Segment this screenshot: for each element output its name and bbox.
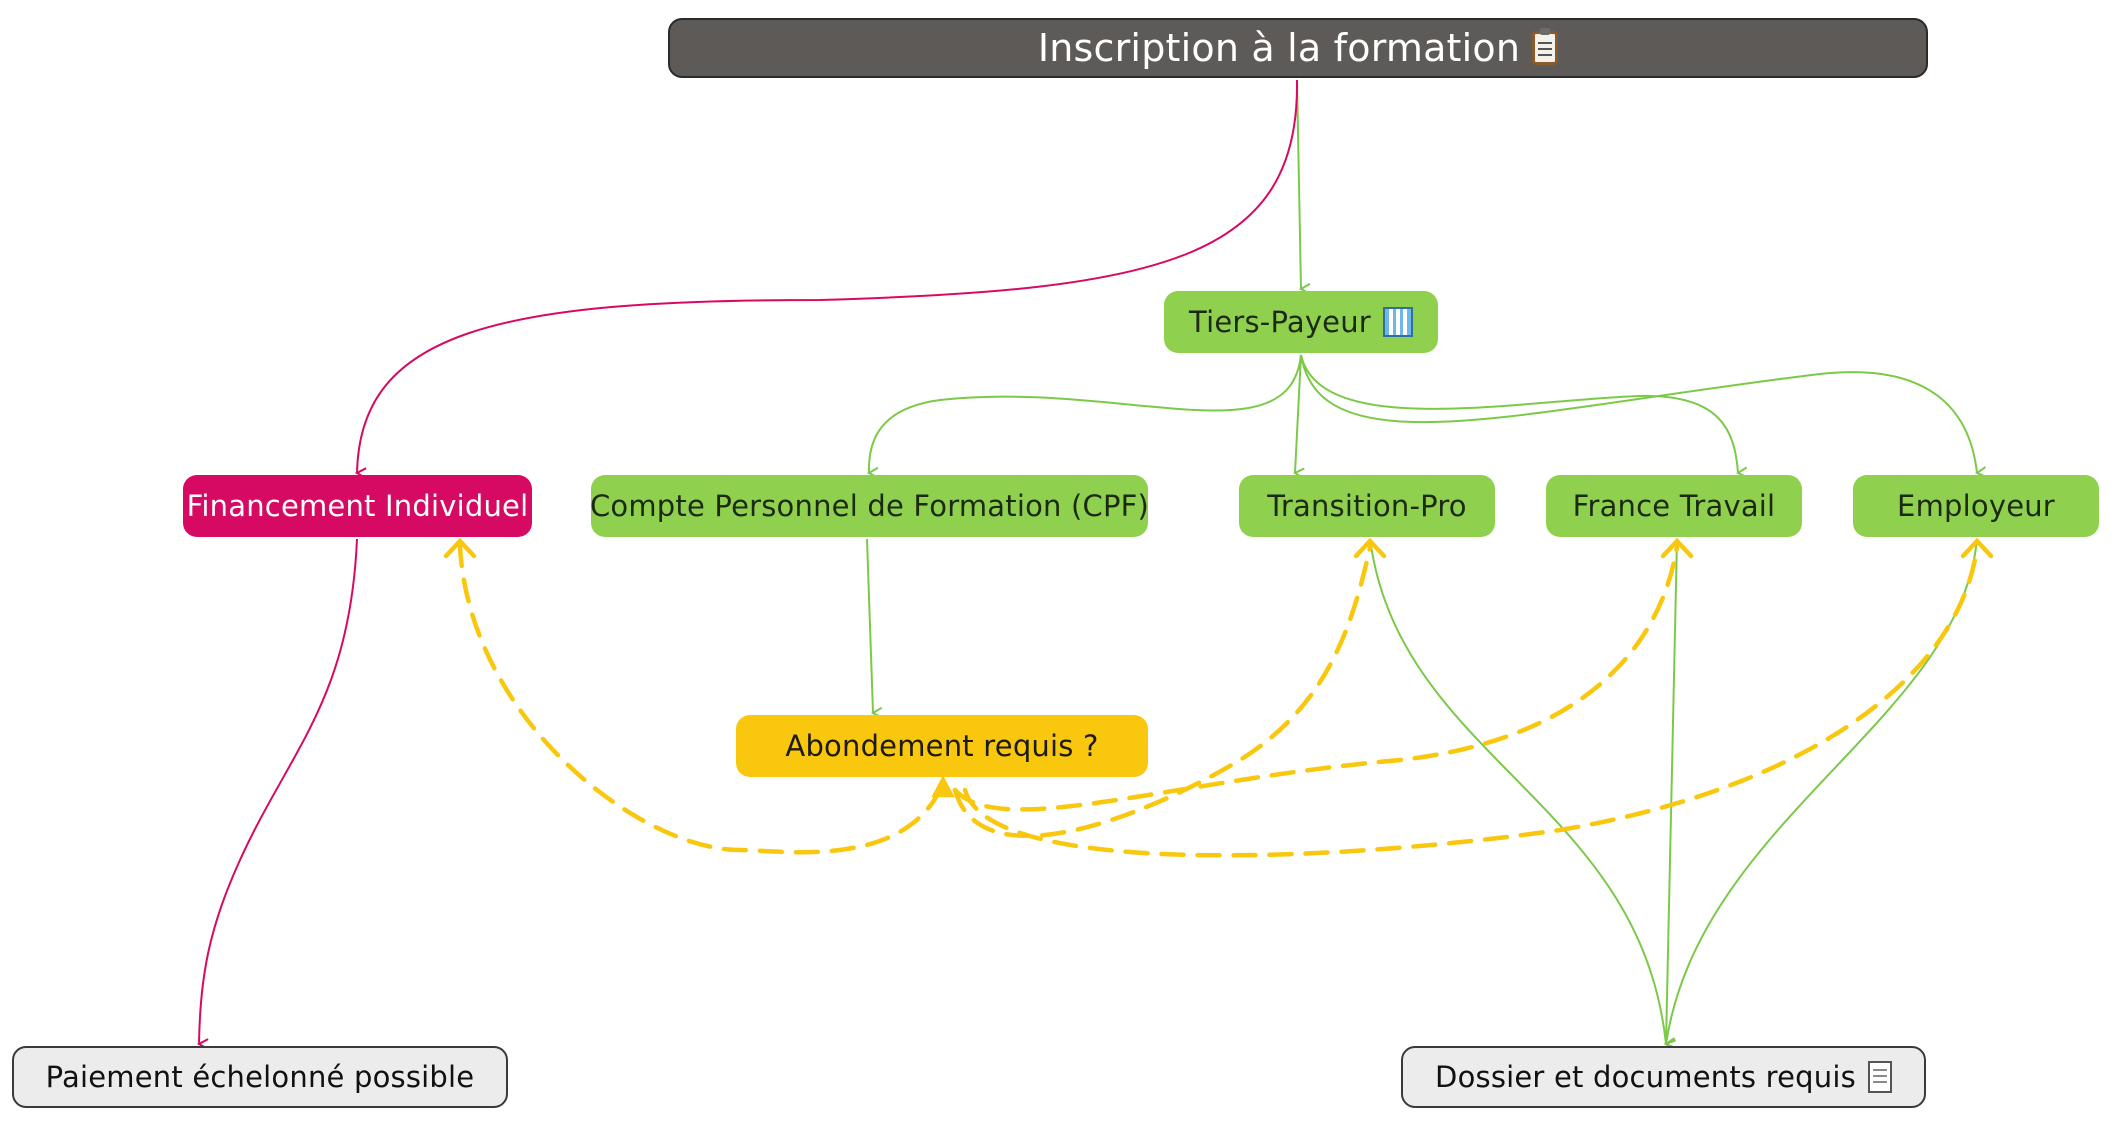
arrowhead-employeur (1960, 537, 1994, 559)
node-cpf-label: Compte Personnel de Formation (CPF) (589, 489, 1150, 523)
edge-tiers-payeur-to-cpf (869, 354, 1302, 473)
node-france-travail-label: France Travail (1572, 489, 1776, 523)
edge-abondement-to-financement-individuel (457, 544, 943, 855)
arrowhead-france-travail (1660, 537, 1694, 559)
node-transition-pro[interactable]: Transition-Pro (1239, 475, 1495, 537)
edge-root-to-tiers-payeur (1296, 79, 1301, 289)
edge-financement-individuel-to-paiement (199, 538, 358, 1044)
edge-abondement-to-transition-pro (952, 544, 1373, 839)
edge-france-travail-to-dossier (1666, 538, 1678, 1044)
arrowhead-transition-pro (1353, 537, 1387, 559)
edge-cpf-to-abondement (866, 538, 873, 713)
node-dossier-documents-label: Dossier et documents requis (1435, 1060, 1856, 1094)
edge-abondement-to-france-travail (952, 544, 1680, 812)
pink-connectors (199, 79, 1299, 1044)
node-inscription-formation-label: Inscription à la formation (1037, 26, 1521, 70)
node-transition-pro-label: Transition-Pro (1267, 489, 1467, 523)
green-connectors (866, 79, 1977, 1044)
node-employeur-label: Employeur (1897, 489, 2055, 523)
edge-tiers-payeur-to-france-travail (1300, 354, 1738, 473)
document-icon (1867, 1061, 1892, 1093)
node-cpf[interactable]: Compte Personnel de Formation (CPF) (589, 475, 1150, 537)
edge-tiers-payeur-to-employeur (1300, 354, 1977, 473)
node-financement-individuel-label: Financement Individuel (186, 489, 529, 523)
node-inscription-formation[interactable]: Inscription à la formation (668, 18, 1928, 78)
office-building-icon (1382, 307, 1413, 337)
edge-transition-pro-to-dossier (1369, 538, 1666, 1044)
node-abondement-requis-label: Abondement requis ? (785, 729, 1099, 763)
node-france-travail[interactable]: France Travail (1546, 475, 1802, 537)
yellow-dashed-connectors (443, 537, 1994, 858)
node-employeur[interactable]: Employeur (1853, 475, 2099, 537)
node-dossier-documents[interactable]: Dossier et documents requis (1401, 1046, 1926, 1108)
node-paiement-echelonne[interactable]: Paiement échelonné possible (12, 1046, 508, 1108)
node-abondement-requis[interactable]: Abondement requis ? (736, 715, 1148, 777)
node-tiers-payeur[interactable]: Tiers-Payeur (1164, 291, 1438, 353)
edge-abondement-to-employeur (962, 544, 1980, 858)
edge-root-to-financement-individuel (357, 79, 1299, 473)
node-paiement-echelonne-label: Paiement échelonné possible (45, 1060, 475, 1094)
node-tiers-payeur-label: Tiers-Payeur (1189, 305, 1371, 339)
node-financement-individuel[interactable]: Financement Individuel (183, 475, 532, 537)
arrowhead-abondement (931, 775, 955, 798)
edge-tiers-payeur-to-transition-pro (1295, 354, 1301, 473)
clipboard-icon (1532, 28, 1559, 65)
arrowhead-financement-individuel (443, 537, 477, 559)
